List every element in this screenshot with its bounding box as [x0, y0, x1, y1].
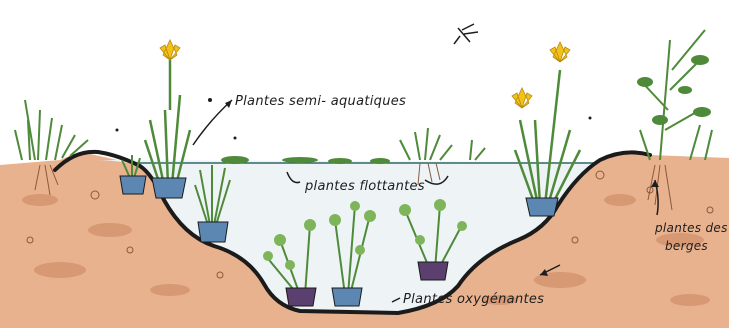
plant-pot-icon [152, 178, 186, 198]
plant-pot-icon [198, 222, 228, 242]
label-bank-line1: plantes des [654, 221, 728, 235]
label-bank-line2: berges [665, 239, 708, 253]
dragonfly-icon [454, 24, 478, 44]
plant-pot-icon [332, 288, 362, 306]
plant-pot-icon [526, 198, 558, 216]
label-semi-aquatic: Plantes semi- aquatiques [235, 94, 406, 109]
plant-pot-icon [418, 262, 448, 280]
right-bank-plant [640, 30, 712, 160]
label-floating: plantes flottantes [304, 179, 425, 194]
label-oxygenating: Plantes oxygénantes [403, 292, 544, 307]
iris-flower-icon [160, 40, 180, 60]
plant-pot-icon [120, 176, 146, 194]
plant-pot-icon [286, 288, 316, 306]
left-bank-plants [15, 100, 88, 160]
iris-flower-icon [550, 42, 570, 62]
iris-flower-icon [512, 88, 532, 108]
